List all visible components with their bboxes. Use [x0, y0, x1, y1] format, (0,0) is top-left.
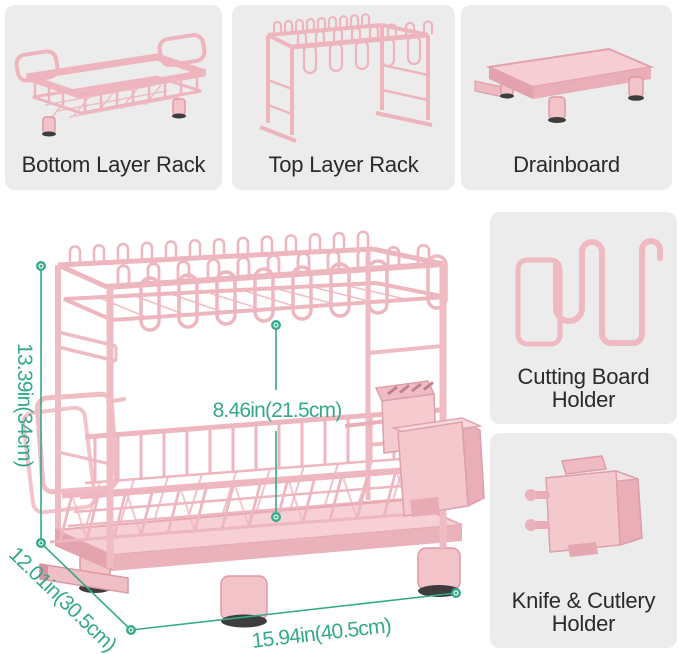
marker-icon: [451, 588, 461, 598]
dimension-lines: [40, 266, 457, 631]
knife-cutlery-holder-label: Knife & Cutlery Holder: [511, 588, 656, 637]
panel-top-layer-rack: Top Layer Rack: [232, 5, 455, 190]
dimension-line-width: [130, 592, 457, 631]
top-tier: [56, 230, 448, 332]
marker-icon: [271, 320, 281, 330]
marker-icon: [36, 261, 46, 271]
marker-icon: [126, 625, 136, 635]
top-layer-rack-drawing: [259, 13, 434, 143]
bottom-rack-back-fence: [67, 407, 457, 528]
drainboard-label: Drainboard: [513, 152, 620, 178]
drainboard-base: [39, 498, 463, 628]
bottom-rack-front-fence: [49, 463, 453, 544]
cutting-board-holder-drawing: [515, 238, 663, 347]
bottom-layer-rack-label: Bottom Layer Rack: [21, 152, 206, 178]
marker-icon: [36, 538, 46, 548]
side-cutting-board-holder: [21, 391, 126, 515]
panel-bottom-layer-rack: Bottom Layer Rack: [5, 5, 222, 190]
dimension-line-depth: [40, 542, 132, 631]
bottom-layer-rack-drawing: [14, 33, 207, 137]
side-knife-holder: [344, 380, 485, 517]
knife-cutlery-holder-drawing: [525, 455, 643, 557]
dimension-markers: [36, 261, 461, 635]
panel-drainboard: Drainboard: [461, 5, 672, 190]
panel-cutting-board-holder: Cutting Board Holder: [490, 212, 677, 424]
cutting-board-holder-label: Cutting Board Holder: [517, 364, 650, 413]
panel-knife-cutlery-holder: Knife & Cutlery Holder: [490, 433, 677, 648]
drainboard-drawing: [474, 47, 655, 123]
dish-rack-dimension-drawing: 13.39in(34cm) 8.46in(21.5cm) 12.01in(30.…: [4, 230, 485, 654]
rack-posts-rear: [55, 252, 444, 538]
height-dimension-label: 13.39in(34cm): [13, 343, 36, 467]
width-dimension-label: 15.94in(40.5cm): [251, 614, 392, 653]
marker-icon: [271, 512, 281, 522]
clearance-dimension-label: 8.46in(21.5cm): [213, 399, 342, 422]
top-layer-rack-label: Top Layer Rack: [268, 152, 419, 178]
